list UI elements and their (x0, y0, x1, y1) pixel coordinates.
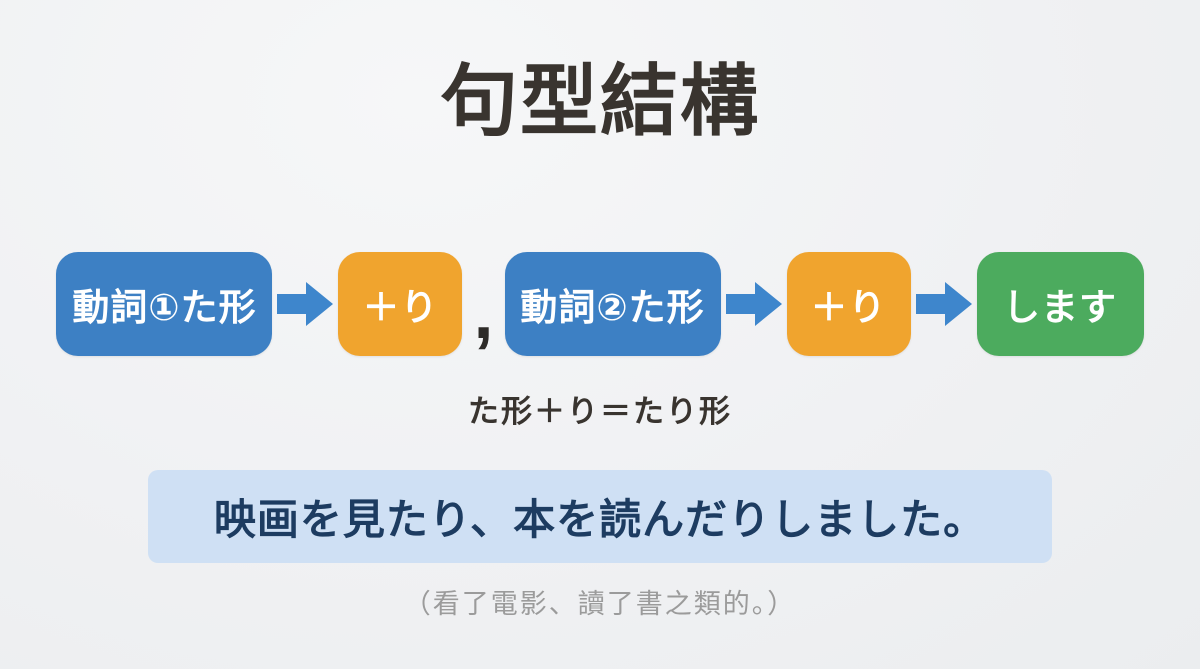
verb1-label: 動詞①た形 (72, 287, 257, 328)
suffix1-label: ＋り (362, 287, 439, 328)
suffix1-box: ＋り (338, 252, 463, 356)
verb1-box: 動詞①た形 (56, 252, 273, 356)
comma-separator: , (473, 274, 494, 354)
translation-text: （看了電影、讀了書之類的。） (403, 589, 797, 619)
flow-diagram: 動詞①た形 ＋り , 動詞②た形 ＋り します (0, 252, 1200, 356)
suffix2-box: ＋り (786, 252, 911, 356)
example-sentence-box: 映画を見たり、本を読んだりしました。 (148, 470, 1052, 563)
result-box: します (976, 252, 1144, 356)
verb2-label: 動詞②た形 (520, 287, 705, 328)
result-label: します (1003, 287, 1117, 328)
verb2-box: 動詞②た形 (504, 252, 721, 356)
arrow-right-icon (915, 282, 972, 326)
formula-text: た形＋り＝たり形 (468, 394, 732, 429)
page-title: 句型結構 (439, 57, 760, 145)
example-sentence-text: 映画を見たり、本を読んだりしました。 (213, 496, 987, 543)
arrow-right-icon (725, 282, 782, 326)
suffix2-label: ＋り (810, 287, 887, 328)
arrow-right-icon (277, 282, 334, 326)
